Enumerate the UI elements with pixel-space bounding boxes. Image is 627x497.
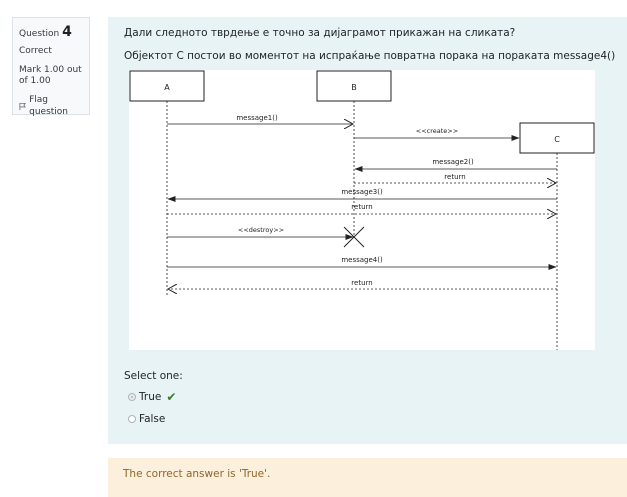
message3-label: message3(): [341, 188, 383, 196]
correct-check-icon: ✔: [166, 390, 177, 404]
outcome-feedback: The correct answer is 'True'.: [108, 458, 627, 497]
message1-label: message1(): [236, 114, 278, 122]
flag-question-link[interactable]: Flag question: [19, 95, 83, 118]
question-grade: Mark 1.00 out of 1.00: [19, 64, 82, 86]
question-info-panel: Question 4 Correct Mark 1.00 out of 1.00…: [12, 17, 90, 118]
question-formulation: Дали следното тврдење е точно за дијагра…: [108, 17, 627, 444]
sequence-diagram-svg: A B C message1() <<create>> message2() r…: [129, 70, 595, 350]
question-text-line2: Објектот C постои во моментот на испраќа…: [124, 50, 616, 62]
return1-label: return: [444, 173, 465, 181]
question-number: Question 4: [19, 24, 83, 42]
flag-question-label: Flag question: [29, 95, 68, 117]
lifeline-c-label: C: [554, 135, 560, 144]
radio-false[interactable]: [128, 415, 136, 423]
radio-true[interactable]: [128, 393, 136, 401]
option-true-label: True: [139, 391, 162, 403]
question-number-value: 4: [62, 24, 72, 40]
destroy-x-mark: [343, 226, 365, 248]
flag-icon: [19, 102, 27, 111]
message2-label: message2(): [432, 158, 474, 166]
right-answer-text: The correct answer is 'True'.: [123, 468, 271, 480]
return2-label: return: [351, 203, 372, 211]
lifeline-b-box: [316, 70, 392, 102]
question-word: Question: [19, 29, 60, 39]
question-text-line1: Дали следното тврдење е точно за дијагра…: [124, 27, 516, 39]
sequence-diagram: A B C message1() <<create>> message2() r…: [129, 70, 595, 350]
option-false-label: False: [139, 413, 166, 425]
create-label: <<create>>: [416, 127, 458, 135]
message4-label: message4(): [341, 256, 383, 264]
lifeline-a-label: A: [164, 83, 170, 92]
lifeline-a-box: [129, 70, 205, 102]
return3-label: return: [351, 279, 372, 287]
select-one-prompt: Select one:: [124, 370, 183, 382]
answer-option-false[interactable]: False: [128, 413, 165, 425]
destroy-label: <<destroy>>: [238, 226, 284, 234]
answer-option-true[interactable]: True ✔: [128, 390, 176, 404]
lifeline-b-label: B: [351, 83, 357, 92]
question-state: Correct: [19, 45, 52, 56]
